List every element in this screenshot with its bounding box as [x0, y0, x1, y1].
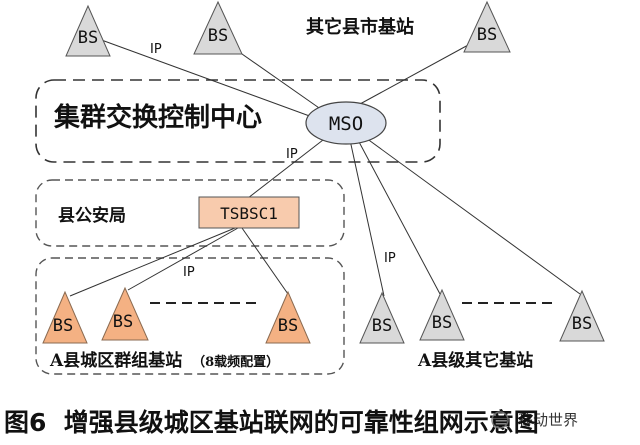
watermark-logo-icon [491, 411, 509, 429]
cluster-center-label: 集群交换控制中心 [53, 102, 262, 133]
link-mso-bs-z [365, 137, 581, 295]
bs-label: BS [208, 26, 228, 46]
ip-label-top: IP [150, 42, 162, 57]
watermark: 移动世界 [491, 411, 578, 429]
bs-label: BS [278, 316, 298, 336]
bs-triangle-top-1: BS [65, 4, 111, 57]
bs-triangle-county-1: BS [359, 291, 405, 344]
bs-label: BS [78, 28, 98, 48]
bs-triangle-city-3: BS [265, 290, 311, 344]
bs-label: BS [372, 316, 392, 336]
carrier-config: （8载频配置） [192, 354, 279, 370]
link-mso-tsbsc [247, 139, 324, 199]
mso-label: MSO [329, 113, 363, 135]
ip-label-mso-tsbsc: IP [286, 147, 298, 162]
bs-label: BS [53, 316, 73, 336]
link-tsbsc-bs-c [241, 227, 289, 295]
cluster-center-box [35, 79, 441, 163]
bs-triangle-city-2: BS [101, 286, 149, 341]
other-county-label: 其它县市基站 [306, 16, 414, 38]
ip-label-county: IP [384, 251, 396, 266]
bs-triangle-top-2: BS [193, 0, 243, 55]
tsbsc-label: TSBSC1 [220, 204, 278, 223]
bs-label: BS [432, 313, 452, 333]
bs-label: BS [113, 312, 133, 332]
link-mso-bs-y [357, 139, 441, 295]
bs-label: BS [572, 314, 592, 334]
link-tsbsc-bs-a [69, 227, 236, 297]
ip-label-city: IP [183, 265, 195, 280]
police-bureau-box [35, 179, 345, 247]
city-group-name: A县城区群组基站 [49, 350, 182, 371]
city-group-box [35, 257, 345, 375]
bs-triangle-county-3: BS [559, 289, 605, 342]
link-mso-bs1 [95, 37, 316, 119]
figure-caption: 图6 增强县级城区基站联网的可靠性组网示意图 [4, 408, 539, 437]
watermark-text: 移动世界 [518, 411, 578, 429]
tsbsc-node: TSBSC1 [198, 196, 300, 229]
connection-lines [69, 37, 581, 304]
link-mso-bs-x [349, 139, 385, 297]
other-stations-label: A县级其它基站 [417, 350, 533, 371]
bs-triangle-top-3: BS [463, 0, 511, 53]
mso-node: MSO [305, 101, 387, 145]
link-tsbsc-bs-b [127, 227, 239, 291]
police-bureau-label: 县公安局 [58, 205, 126, 226]
bs-triangle-city-1: BS [42, 290, 88, 344]
bs-triangle-county-2: BS [419, 288, 465, 341]
bs-label: BS [477, 25, 497, 45]
city-group-label: A县城区群组基站 （8载频配置） [49, 350, 279, 371]
link-mso-bs3 [359, 43, 471, 105]
